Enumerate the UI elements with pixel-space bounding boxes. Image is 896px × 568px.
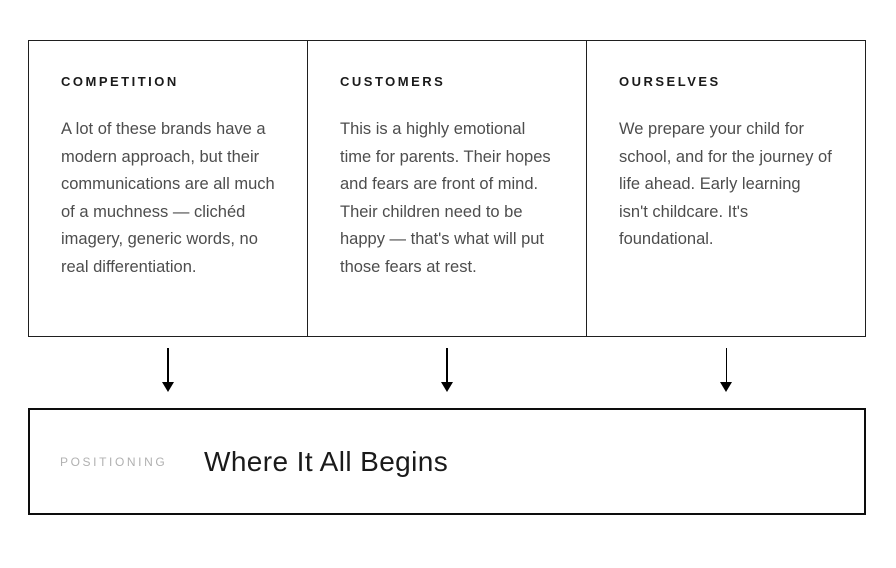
positioning-label: POSITIONING bbox=[60, 454, 168, 469]
arrow-cell-competition bbox=[28, 337, 307, 408]
down-arrow-icon bbox=[720, 348, 733, 392]
column-body-competition: A lot of these brands have a modern appr… bbox=[61, 120, 275, 276]
arrow-head bbox=[161, 382, 174, 392]
column-customers: CUSTOMERS This is a highly emotional tim… bbox=[308, 41, 587, 336]
column-heading-ourselves: OURSELVES bbox=[619, 74, 721, 89]
comparison-box: COMPETITION A lot of these brands have a… bbox=[28, 40, 866, 337]
arrow-shaft bbox=[725, 348, 728, 384]
down-arrow-icon bbox=[440, 348, 453, 392]
arrow-cell-customers bbox=[307, 337, 586, 408]
positioning-box: POSITIONING Where It All Begins bbox=[28, 408, 866, 515]
column-heading-customers: CUSTOMERS bbox=[340, 74, 446, 89]
diagram-canvas: COMPETITION A lot of these brands have a… bbox=[28, 40, 866, 515]
positioning-title: Where It All Begins bbox=[204, 445, 449, 477]
column-competition: COMPETITION A lot of these brands have a… bbox=[29, 41, 308, 336]
column-heading-competition: COMPETITION bbox=[61, 74, 179, 89]
arrow-cell-ourselves bbox=[587, 337, 866, 408]
column-body-ourselves: We prepare your child for school, and fo… bbox=[619, 120, 832, 249]
arrow-shaft bbox=[446, 348, 448, 384]
arrow-shaft bbox=[167, 348, 169, 384]
down-arrow-icon bbox=[161, 348, 174, 392]
column-body-customers: This is a highly emotional time for pare… bbox=[340, 120, 551, 276]
arrows-row bbox=[28, 337, 866, 408]
column-ourselves: OURSELVES We prepare your child for scho… bbox=[587, 41, 865, 336]
arrow-head bbox=[440, 382, 453, 392]
arrow-head bbox=[720, 382, 733, 392]
